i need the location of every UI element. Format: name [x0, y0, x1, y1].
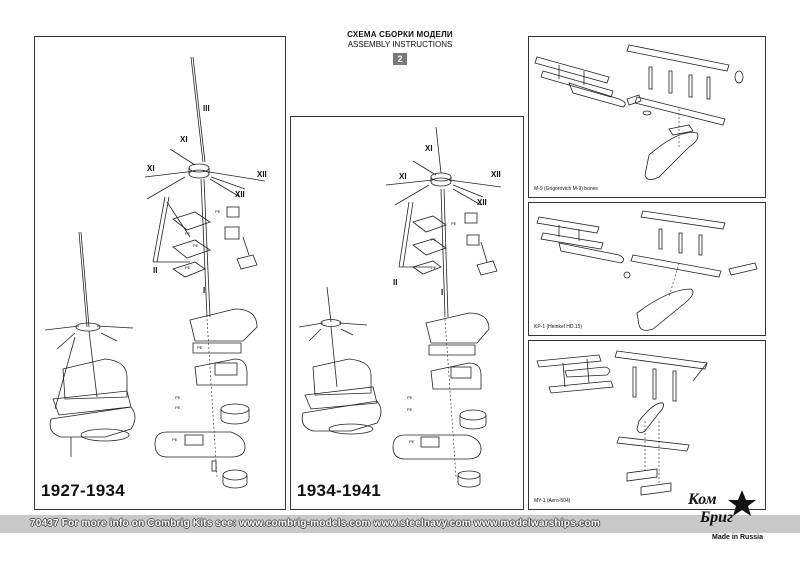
year-range-1927: 1927-1934 [41, 481, 125, 500]
page-number: 2 [393, 53, 407, 65]
label-I: I [441, 288, 443, 297]
panel-1927-1934: III XI XI XII XII II I PE PE PE PE PE PE… [34, 36, 286, 510]
part-labels-1934: XI XI XII XII II I [393, 144, 501, 297]
panel-my1: MY-1 (Avro-504) [528, 340, 766, 510]
pe-label: PE [193, 243, 199, 248]
my1-drawing [536, 350, 708, 496]
pe-labels-1927: PE PE PE PE PE PE PE PE [172, 209, 221, 442]
year-range-1934: 1934-1941 [297, 481, 381, 500]
label-II: II [393, 278, 397, 287]
label-XII-lower: XII [235, 190, 245, 199]
pe-labels-1934: PE PE PE PE PE PE [407, 221, 457, 444]
pe-label: PE [215, 209, 221, 214]
combrig-logo: Ком Бриг [686, 486, 766, 526]
title-en: ASSEMBLY INSTRUCTIONS [347, 40, 453, 49]
sheet-header: СХЕМА СБОРКИ МОДЕЛИ ASSEMBLY INSTRUCTION… [300, 30, 500, 67]
label-XII-lower: XII [477, 198, 487, 207]
pe-label: PE [175, 405, 181, 410]
footer-text: 70437 For more info on Combrig Kits see:… [30, 518, 600, 529]
pe-label: PE [409, 439, 415, 444]
pe-label: PE [431, 237, 437, 242]
pe-label: PE [407, 395, 413, 400]
label-I: I [203, 286, 205, 295]
kp1-drawing [536, 210, 758, 331]
label-XI-top: XI [180, 135, 188, 144]
logo-mark: Ком Бриг [687, 490, 756, 526]
pe-label: PE [185, 231, 191, 236]
label-II: II [153, 266, 157, 275]
part-labels-1927: III XI XI XII XII II I [147, 104, 267, 295]
caption-m9: M-9 (Grigorovich M-9) bones [534, 186, 598, 192]
logo-bottom: Бриг [699, 509, 733, 526]
caption-kp1: KP-1 (Heinkel HD.15) [534, 324, 583, 330]
label-XII-right: XII [257, 170, 267, 179]
assembly-drawing-1934: XI XI XII XII II I PE PE PE PE PE PE [298, 126, 502, 488]
pe-label: PE [185, 265, 191, 270]
label-III: III [203, 104, 210, 113]
title-ru: СХЕМА СБОРКИ МОДЕЛИ [347, 30, 453, 39]
assembly-drawing-1927: III XI XI XII XII II I PE PE PE PE PE PE… [44, 56, 267, 489]
panel-m9: M-9 (Grigorovich M-9) bones [528, 36, 766, 198]
pe-label: PE [431, 265, 437, 270]
m9-drawing [534, 44, 744, 180]
panel-1934-1941: XI XI XII XII II I PE PE PE PE PE PE 193… [290, 116, 524, 510]
caption-my1: MY-1 (Avro-504) [534, 498, 571, 504]
label-XII-right: XII [491, 170, 501, 179]
pe-label: PE [175, 395, 181, 400]
logo-top: Ком [687, 491, 717, 508]
label-XI-left: XI [147, 164, 155, 173]
footer-bar: 70437 For more info on Combrig Kits see:… [0, 515, 800, 533]
pe-label: PE [197, 345, 203, 350]
label-XI-top: XI [425, 144, 433, 153]
pe-label: PE [407, 407, 413, 412]
pe-label: PE [451, 221, 457, 226]
pe-label: PE [172, 437, 178, 442]
panel-kp1: KP-1 (Heinkel HD.15) [528, 202, 766, 336]
made-in-russia: Made in Russia [712, 534, 763, 541]
star-icon [728, 490, 756, 516]
label-XI-left: XI [399, 172, 407, 181]
